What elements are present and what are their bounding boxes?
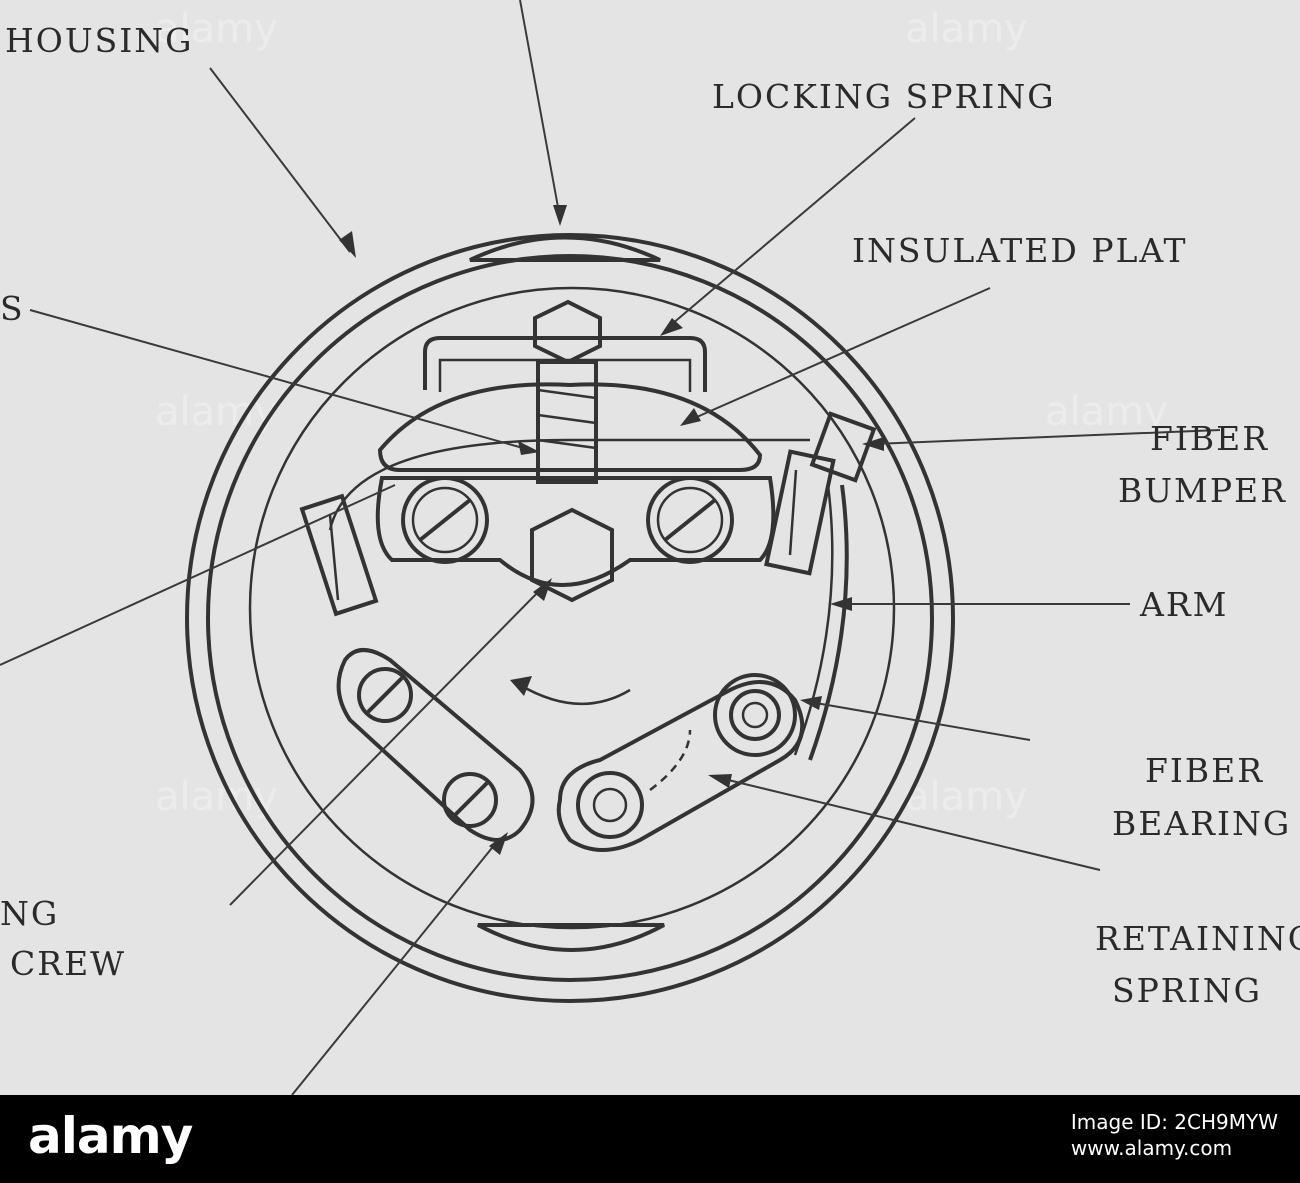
stock-footer-bar: alamy Image ID: 2CH9MYW www.alamy.com bbox=[0, 1095, 1300, 1183]
cam-hexagon bbox=[530, 507, 614, 603]
svg-text:alamy: alamy bbox=[1045, 389, 1168, 435]
label-fiber-bearing-line2: BEARING bbox=[1112, 804, 1291, 843]
label-insulated-plate: INSULATED PLAT bbox=[852, 231, 1187, 270]
footer-logo: alamy bbox=[28, 1107, 193, 1165]
locking-spring bbox=[423, 336, 707, 392]
label-retaining-spring-line2: SPRING bbox=[1112, 971, 1262, 1010]
svg-text:alamy: alamy bbox=[155, 6, 278, 52]
label-s-fragment: S bbox=[0, 289, 25, 328]
housing-inner-ring bbox=[206, 254, 934, 982]
contact-nut bbox=[533, 299, 602, 365]
distributor-breaker-diagram: alamy alamy alamy alamy alamy alamy bbox=[0, 0, 1300, 1095]
rotation-arrow bbox=[519, 683, 631, 705]
svg-text:alamy: alamy bbox=[905, 6, 1028, 52]
svg-text:alamy: alamy bbox=[905, 774, 1028, 820]
svg-text:alamy: alamy bbox=[155, 774, 278, 820]
breaker-arm bbox=[808, 484, 849, 761]
footer-image-info: Image ID: 2CH9MYW www.alamy.com bbox=[1071, 1109, 1278, 1161]
label-fiber-bearing-line1: FIBER bbox=[1145, 751, 1264, 790]
leader-lines bbox=[0, 0, 1221, 1095]
lower-left-plate bbox=[336, 648, 535, 842]
label-retaining-spring-line1: RETAINING bbox=[1095, 919, 1300, 958]
fiber-bearing bbox=[713, 673, 797, 757]
footer-image-id: Image ID: 2CH9MYW bbox=[1070, 1110, 1278, 1134]
top-window bbox=[469, 235, 661, 262]
label-fiber-bumper-line2: BUMPER bbox=[1118, 471, 1287, 510]
bottom-window bbox=[477, 923, 665, 952]
label-housing: HOUSING bbox=[5, 21, 194, 60]
label-locking-spring: LOCKING SPRING bbox=[712, 77, 1056, 116]
footer-url: www.alamy.com bbox=[1070, 1136, 1233, 1160]
label-crew-fragment: CREW bbox=[10, 944, 126, 983]
breaker-spring bbox=[328, 438, 810, 531]
label-arm: ARM bbox=[1139, 585, 1228, 624]
right-screw bbox=[646, 476, 734, 564]
housing-outer-ring bbox=[185, 233, 955, 1003]
pivot-stud bbox=[576, 771, 644, 839]
label-fiber-bumper-line1: FIBER bbox=[1150, 419, 1269, 458]
left-screw bbox=[401, 476, 489, 564]
left-bracket bbox=[299, 493, 379, 617]
label-ng-fragment: NG bbox=[0, 894, 59, 933]
fiber-bumper bbox=[809, 411, 877, 483]
right-bracket bbox=[764, 449, 836, 576]
insulated-plate bbox=[377, 382, 763, 472]
breaker-plate-ring bbox=[248, 286, 896, 930]
arm-base-plate bbox=[556, 680, 805, 852]
